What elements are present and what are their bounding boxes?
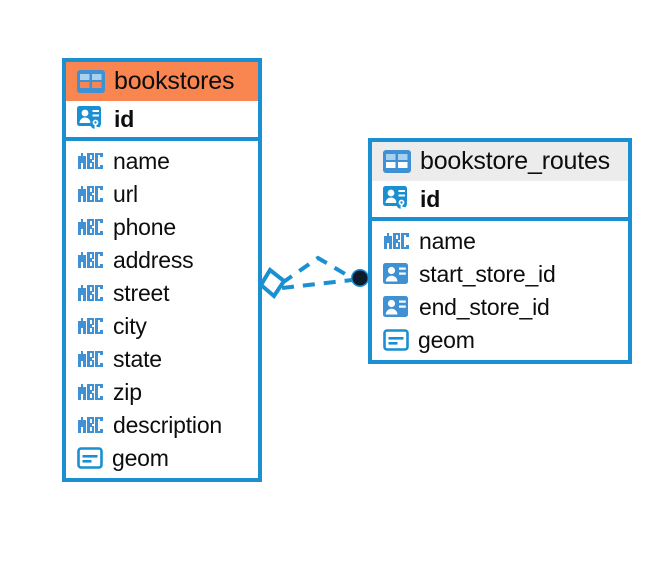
field-name: city (113, 312, 147, 339)
geometry-icon (77, 446, 103, 469)
field-row-id[interactable]: id (372, 181, 628, 222)
relationship-line-upper (280, 255, 354, 285)
text-abc-icon (77, 152, 104, 170)
text-abc-icon (77, 218, 104, 236)
entity-header-bookstore-routes[interactable]: bookstore_routes (372, 142, 628, 182)
foreign-key-icon (383, 295, 410, 318)
field-row-geom[interactable]: geom (66, 441, 258, 474)
primary-key-icon (383, 185, 411, 213)
entity-title: bookstores (114, 67, 235, 95)
diamond-endpoint-icon (258, 267, 287, 299)
entity-title: bookstore_routes (420, 147, 610, 175)
entity-header-bookstores[interactable]: bookstores (66, 62, 258, 102)
field-row-address[interactable]: address (66, 243, 258, 276)
text-abc-icon (77, 251, 104, 269)
text-abc-icon (77, 185, 104, 203)
geometry-icon (383, 328, 409, 351)
field-row-geom[interactable]: geom (372, 323, 628, 356)
field-row-url[interactable]: url (66, 177, 258, 210)
field-name: street (113, 279, 170, 306)
entity-fields-bookstore-routes: id name (372, 181, 628, 361)
field-name: zip (113, 378, 142, 405)
field-name: description (113, 411, 223, 438)
field-name: name (419, 227, 476, 254)
text-abc-icon (383, 232, 410, 250)
field-row-name[interactable]: name (372, 224, 628, 257)
text-abc-icon (77, 383, 104, 401)
field-name: phone (113, 213, 176, 240)
table-icon (383, 149, 411, 173)
text-abc-icon (77, 416, 104, 434)
field-row-end-store-id[interactable]: end_store_id (372, 290, 628, 323)
text-abc-icon (77, 350, 104, 368)
field-row-start-store-id[interactable]: start_store_id (372, 257, 628, 290)
foreign-key-icon (383, 262, 410, 285)
field-row-description[interactable]: description (66, 408, 258, 441)
field-name: start_store_id (419, 260, 556, 287)
field-name: address (113, 246, 194, 273)
circle-endpoint-ring (351, 269, 369, 287)
field-row-id[interactable]: id (66, 101, 258, 142)
field-row-state[interactable]: state (66, 342, 258, 375)
circle-endpoint-icon (352, 270, 368, 286)
field-name: state (113, 345, 162, 372)
field-name: geom (112, 444, 169, 471)
field-row-city[interactable]: city (66, 309, 258, 342)
field-name: geom (418, 326, 475, 353)
field-name: id (114, 106, 135, 133)
field-row-name[interactable]: name (66, 144, 258, 177)
field-row-street[interactable]: street (66, 276, 258, 309)
table-icon (77, 69, 105, 93)
text-abc-icon (77, 317, 104, 335)
field-name: end_store_id (419, 293, 550, 320)
entity-bookstores[interactable]: bookstores (62, 58, 262, 483)
field-row-phone[interactable]: phone (66, 210, 258, 243)
relationship-line-lower (281, 278, 353, 290)
field-name: url (113, 180, 138, 207)
field-name: name (113, 147, 170, 174)
field-row-zip[interactable]: zip (66, 375, 258, 408)
text-abc-icon (77, 284, 104, 302)
entity-bookstore-routes[interactable]: bookstore_routes (368, 138, 632, 365)
field-name: id (420, 186, 441, 213)
primary-key-icon (77, 105, 105, 133)
entity-fields-bookstores: id name (66, 101, 258, 479)
